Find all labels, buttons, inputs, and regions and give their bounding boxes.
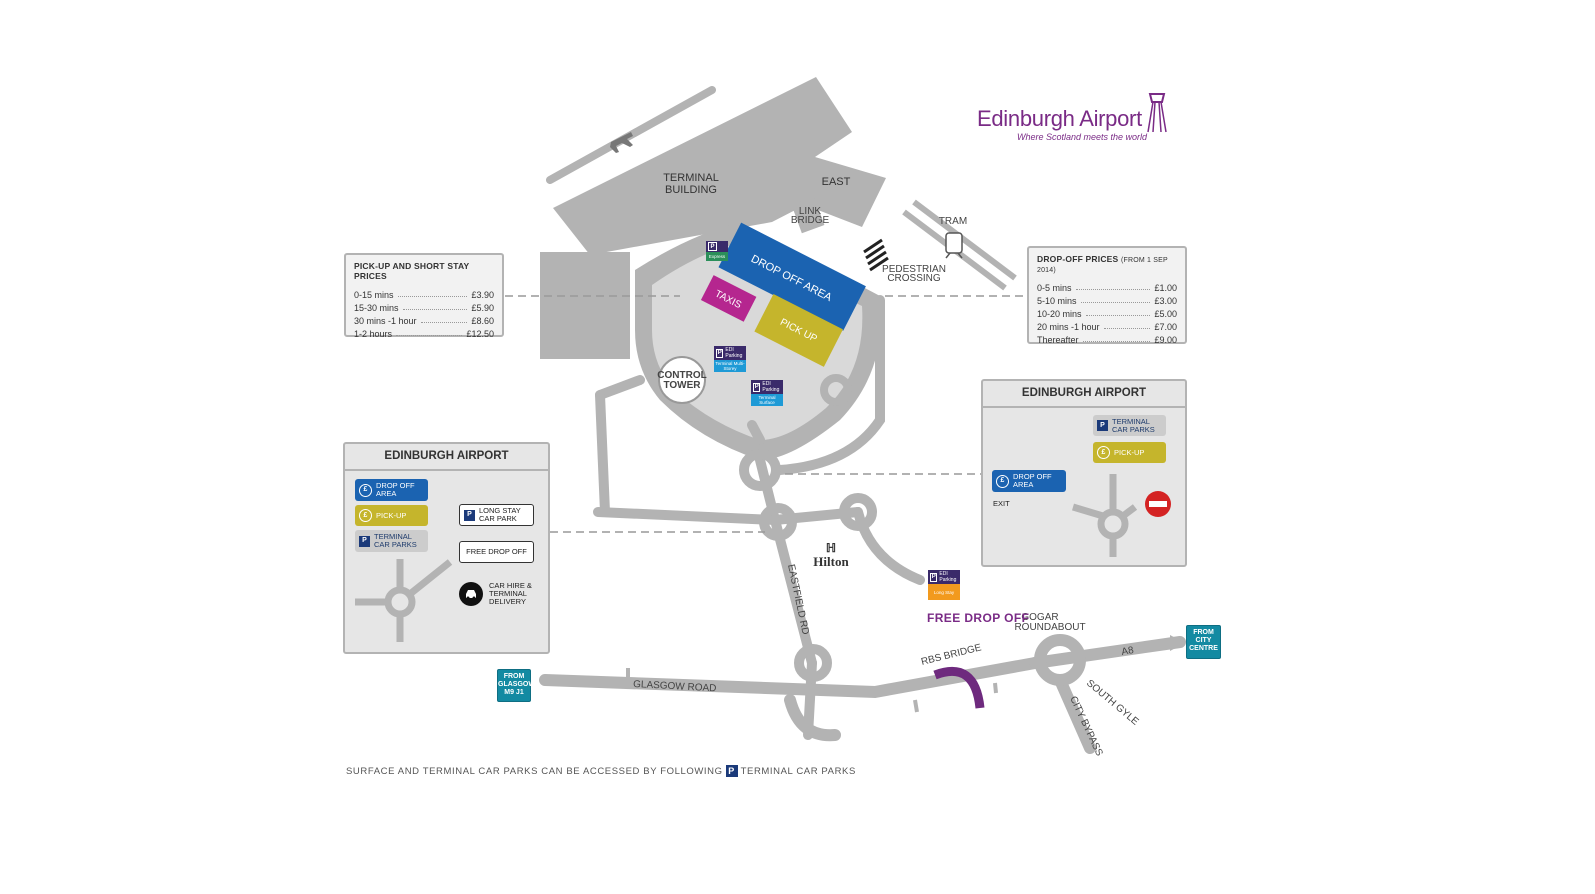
hilton-label: Hilton [813,554,849,569]
pickup-price-box: PICK-UP AND SHORT STAY PRICES 0-15 mins£… [344,253,504,339]
dropoff-price-title: DROP-OFF PRICES (FROM 1 SEP 2014) [1037,254,1168,274]
svg-text:GOGAR: GOGAR [1021,612,1058,623]
drop-off-chip: £DROP OFF AREA [992,470,1066,492]
gogar-roundabout [1034,634,1086,686]
roundabout-diagram [355,559,453,642]
svg-text:ℍ: ℍ [826,541,836,555]
roundabouts [739,374,877,682]
parking-icon: P [359,535,370,547]
pound-icon: £ [359,483,372,497]
logo-name: Edinburgh Airport [977,106,1142,131]
right-panel-title: EDINBURGH AIRPORT [983,381,1185,408]
exit-label: EXIT [993,499,1010,508]
glasgow-road [539,636,1186,754]
rbs-bridge-label: RBS BRIDGE [920,642,983,668]
terminal-building [553,77,886,255]
plane-icon [610,132,633,153]
price-row: 0-5 mins£1.00 [1037,283,1177,293]
svg-text:PEDESTRIAN: PEDESTRIAN [882,264,946,275]
left-legend-panel: EDINBURGH AIRPORT £DROP OFF AREA £PICK-U… [343,442,550,654]
drop-off-chip: £DROP OFF AREA [355,479,428,501]
pick-up-zone: PICK UP [754,294,843,367]
price-row: 1-2 hours£12.50 [354,329,494,339]
pound-icon: £ [996,474,1009,488]
edinburgh-airport-logo: Edinburgh Airport Where Scotland meets t… [977,92,1170,142]
price-row: 10-20 mins£5.00 [1037,309,1177,319]
rbs-bridge [933,666,985,709]
link-bridge [791,196,825,234]
terminal-label-2: BUILDING [665,184,717,196]
car-hire-item: CAR HIRE & TERMINAL DELIVERY [459,579,539,609]
pick-up-chip: £PICK-UP [1093,442,1166,463]
road-stubs [626,668,998,713]
express-parking-sign: P Express [706,241,728,261]
logo-tagline: Where Scotland meets the world [1017,132,1148,142]
from-city-centre-sign: FROM CITY CENTRE [1186,625,1221,659]
svg-text:ROUNDABOUT: ROUNDABOUT [1014,622,1085,633]
svg-text:BRIDGE: BRIDGE [791,215,830,226]
east-label: EAST [822,176,851,188]
a8-label: A8 [1121,645,1135,658]
tram-icon [945,232,963,259]
price-row: 15-30 mins£5.90 [354,303,494,313]
no-entry-icon [1145,491,1171,517]
price-row: 20 mins -1 hour£7.00 [1037,322,1177,332]
pound-icon: £ [359,509,372,522]
parking-icon: P [464,509,475,521]
left-panel-title: EDINBURGH AIRPORT [345,444,548,471]
taxis-zone: TAXIS [700,275,757,322]
parking-icon: P [1097,420,1108,431]
svg-text:TOWER: TOWER [663,380,701,391]
price-row: 5-10 mins£3.00 [1037,296,1177,306]
tower-logo-icon [1147,93,1167,133]
dropoff-price-box: DROP-OFF PRICES (FROM 1 SEP 2014) 0-5 mi… [1027,246,1187,345]
control-tower [658,356,706,404]
from-glasgow-sign: FROM GLASGOW M9 J1 [497,669,535,702]
svg-text:CROSSING: CROSSING [887,273,941,284]
pick-up-chip: £PICK-UP [355,505,428,526]
svg-text:CONTROL: CONTROL [657,370,706,381]
terminal-label-1: TERMINAL [663,172,719,184]
glasgow-road-label: GLASGOW ROAD [633,679,717,694]
pedestrian-crossing [863,238,889,272]
footer-note: SURFACE AND TERMINAL CAR PARKS CAN BE AC… [346,765,856,777]
svg-text:LINK: LINK [799,206,822,217]
free-drop-off-chip: FREE DROP OFF [459,541,534,563]
south-gyle-label: SOUTH GYLE [1084,678,1141,728]
free-drop-off-label: FREE DROP OFF [927,611,1030,625]
price-row: Thereafter£9.00 [1037,335,1177,345]
car-icon [459,582,483,606]
eastfield-rd-label: EASTFIELD RD [785,563,811,635]
leader-lines [505,295,1027,533]
roundabout-diagram [1071,474,1171,557]
price-row: 30 mins -1 hour£8.60 [354,316,494,326]
price-row: 0-15 mins£3.90 [354,290,494,300]
tram-label: TRAM [939,216,967,227]
pound-icon: £ [1097,446,1110,459]
parking-icon: P [725,765,738,777]
terminal-west-block [540,252,630,359]
pickup-price-title: PICK-UP AND SHORT STAY PRICES [354,261,470,281]
